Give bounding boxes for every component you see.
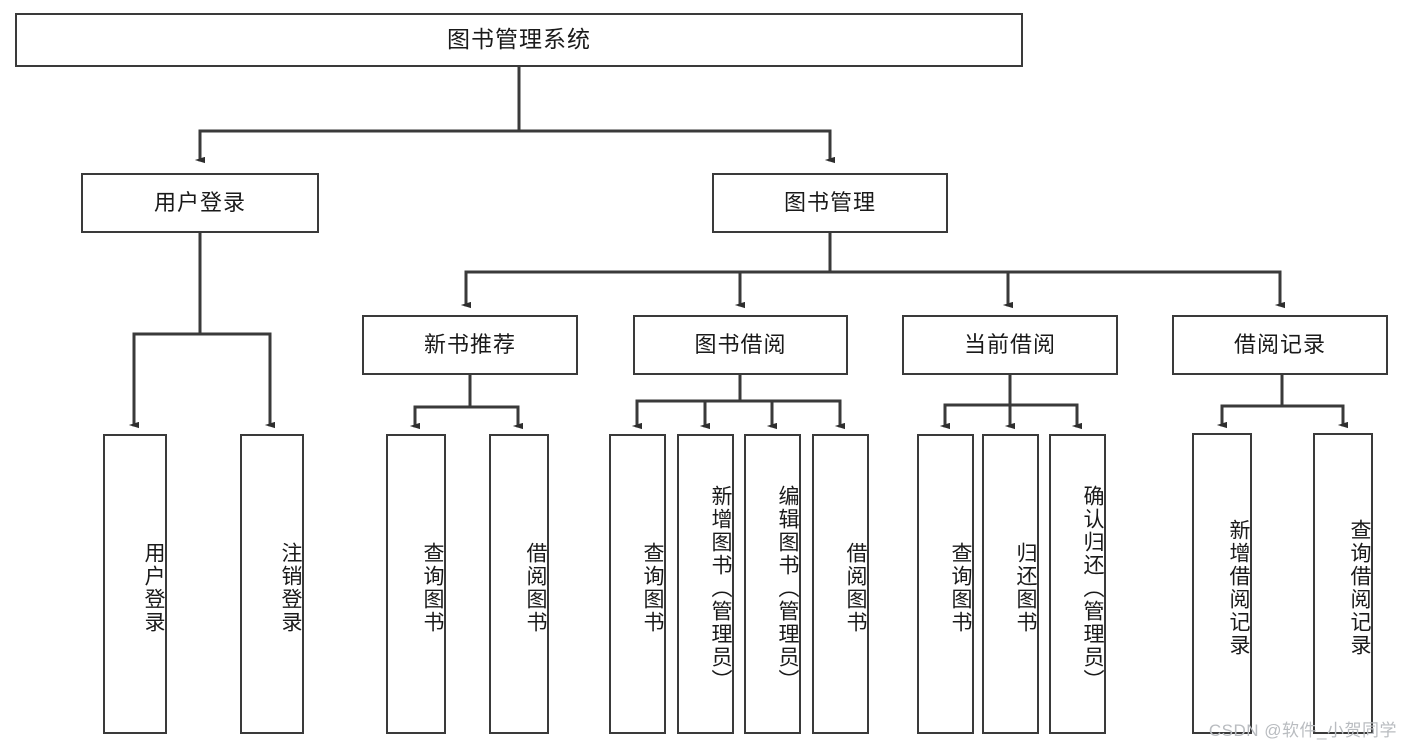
node-book-borrow[interactable]: 图书借阅: [633, 315, 848, 375]
leaf-bb-query-book[interactable]: 查询图书: [609, 434, 666, 734]
leaf-cb-query-book-label: 查询图书: [949, 542, 972, 634]
leaf-bb-borrow-book[interactable]: 借阅图书: [812, 434, 869, 734]
node-current-borrow[interactable]: 当前借阅: [902, 315, 1118, 375]
leaf-logout-label: 注销登录: [279, 542, 302, 634]
leaf-bb-edit-book-label: 编辑图书（管理员）: [776, 484, 799, 692]
leaf-bb-edit-book[interactable]: 编辑图书（管理员）: [744, 434, 801, 734]
node-user-login-label: 用户登录: [153, 189, 246, 215]
leaf-bb-query-book-label: 查询图书: [641, 542, 664, 634]
node-borrow-record[interactable]: 借阅记录: [1172, 315, 1388, 375]
leaf-user-login[interactable]: 用户登录: [103, 434, 167, 734]
leaf-br-query-record-label: 查询借阅记录: [1348, 518, 1371, 657]
leaf-cb-confirm-return-label: 确认归还（管理员）: [1081, 484, 1104, 692]
leaf-nb-borrow-book[interactable]: 借阅图书: [489, 434, 549, 734]
leaf-nb-borrow-book-label: 借阅图书: [524, 542, 547, 634]
leaf-cb-return-book-label: 归还图书: [1014, 542, 1037, 634]
leaf-user-login-label: 用户登录: [142, 542, 165, 634]
leaf-cb-query-book[interactable]: 查询图书: [917, 434, 974, 734]
leaf-nb-query-book-label: 查询图书: [421, 542, 444, 634]
node-user-login[interactable]: 用户登录: [81, 173, 319, 233]
node-book-borrow-label: 图书借阅: [694, 331, 787, 357]
leaf-br-add-record-label: 新增借阅记录: [1227, 518, 1250, 657]
leaf-br-query-record[interactable]: 查询借阅记录: [1313, 433, 1373, 734]
node-new-book-recommend-label: 新书推荐: [423, 331, 516, 357]
node-new-book-recommend[interactable]: 新书推荐: [362, 315, 578, 375]
leaf-logout[interactable]: 注销登录: [240, 434, 304, 734]
node-book-management[interactable]: 图书管理: [712, 173, 948, 233]
node-root-system[interactable]: 图书管理系统: [15, 13, 1023, 67]
node-borrow-record-label: 借阅记录: [1233, 331, 1326, 357]
leaf-bb-add-book-label: 新增图书（管理员）: [709, 484, 732, 692]
node-book-management-label: 图书管理: [783, 189, 876, 215]
leaf-bb-add-book[interactable]: 新增图书（管理员）: [677, 434, 734, 734]
leaf-br-add-record[interactable]: 新增借阅记录: [1192, 433, 1252, 734]
node-current-borrow-label: 当前借阅: [963, 331, 1056, 357]
leaf-cb-return-book[interactable]: 归还图书: [982, 434, 1039, 734]
leaf-cb-confirm-return[interactable]: 确认归还（管理员）: [1049, 434, 1106, 734]
leaf-nb-query-book[interactable]: 查询图书: [386, 434, 446, 734]
leaf-bb-borrow-book-label: 借阅图书: [844, 542, 867, 634]
node-root-label: 图书管理系统: [447, 26, 591, 53]
csdn-watermark: CSDN @软件_小贺同学: [1208, 721, 1397, 740]
